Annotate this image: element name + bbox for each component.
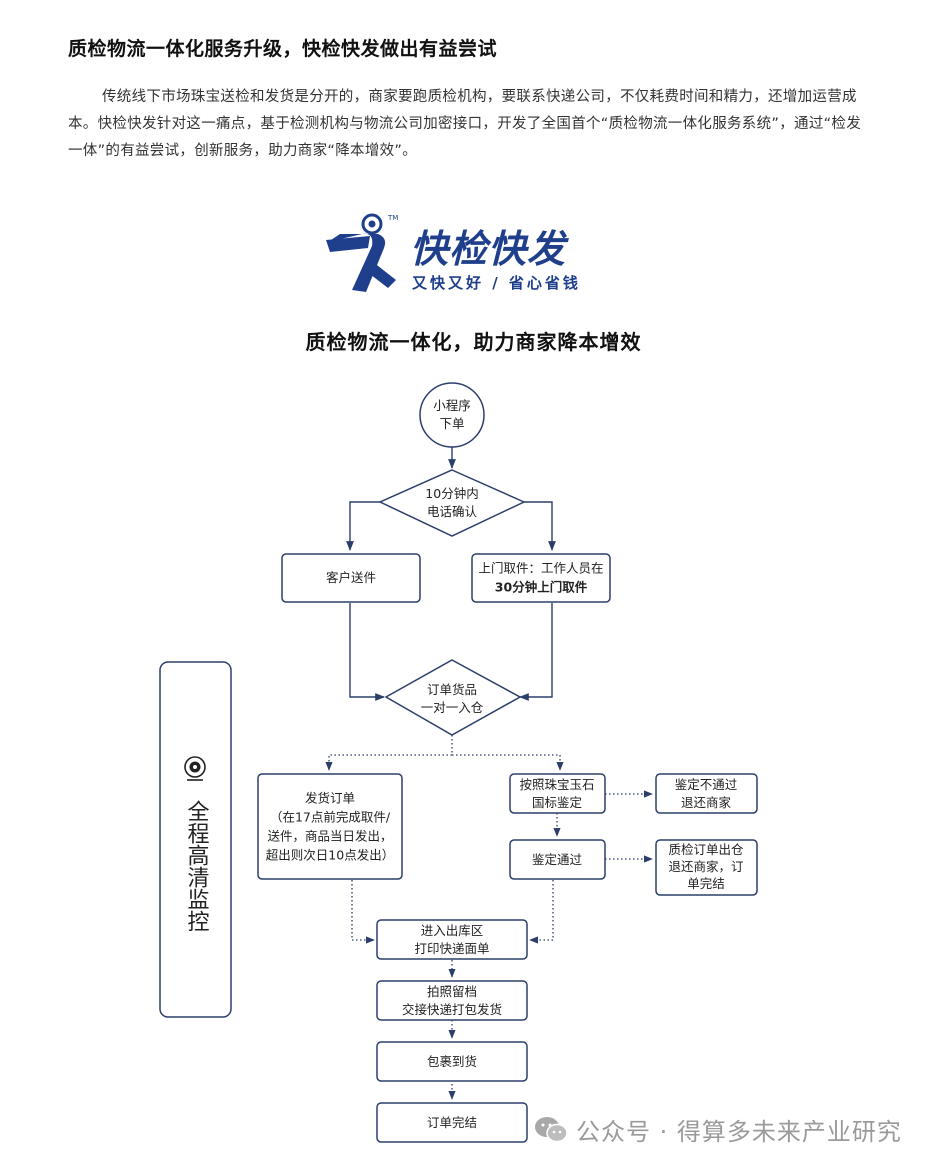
node-label-start: 小程序 xyxy=(433,398,471,413)
brand-slogan: 又快又好 / 省心省钱 xyxy=(412,274,581,292)
node-pickup xyxy=(471,553,611,603)
node-label-warehouse: 一对一入仓 xyxy=(421,700,484,715)
node-label-photo: 交接快递打包发货 xyxy=(402,1002,502,1017)
connector-ship-outbound xyxy=(351,880,375,944)
node-label-warehouse: 订单货品 xyxy=(427,682,477,697)
node-label-pickup: 30分钟上门取件 xyxy=(495,580,588,595)
node-photo xyxy=(376,980,528,1021)
connector-pickup-warehouse xyxy=(519,603,553,701)
node-label-ship-order: 送件，商品当日发出， xyxy=(267,829,392,844)
node-label-fail: 鉴定不通过 xyxy=(675,777,738,792)
node-pass xyxy=(509,839,606,880)
node-customer-send xyxy=(281,553,421,603)
node-warehouse xyxy=(384,659,522,736)
node-label-confirm: 电话确认 xyxy=(427,504,478,519)
node-label-customer-send: 客户送件 xyxy=(326,570,376,585)
node-ship-order xyxy=(257,773,403,880)
node-label-appraise: 国标鉴定 xyxy=(532,795,582,810)
node-label-ship-order: 超出则次日10点发出） xyxy=(266,848,394,863)
node-fail xyxy=(655,773,758,814)
connector-split-ship xyxy=(325,754,452,771)
node-label-start: 下单 xyxy=(439,416,464,431)
node-label-photo: 拍照留档 xyxy=(427,984,477,999)
webcam-icon xyxy=(184,756,206,781)
brand-logo-icon xyxy=(326,213,396,292)
node-label-pickup: 上门取件：工作人员在 xyxy=(478,561,603,576)
node-label-delivered: 包裹到货 xyxy=(427,1054,477,1069)
node-label-fail: 退还商家 xyxy=(681,795,732,810)
node-start xyxy=(419,382,485,448)
trademark-mark: TM xyxy=(388,214,399,222)
node-outbound xyxy=(376,919,528,960)
node-label-outbound: 进入出库区 xyxy=(421,923,484,938)
watermark-text: 公众号 · 得算多未来产业研究 xyxy=(576,1118,902,1146)
node-label-ship-order: 发货订单 xyxy=(305,791,355,806)
side-panel xyxy=(159,661,232,1018)
watermark: 公众号 · 得算多未来产业研究 xyxy=(534,1112,902,1147)
node-confirm xyxy=(378,469,526,537)
connector-confirm-customer xyxy=(346,501,380,551)
node-label-ship-order: （在17点前完成取件/ xyxy=(270,810,391,825)
diagram-title: 质检物流一体化，助力商家降本增效 xyxy=(305,330,642,354)
connector-pass-outbound xyxy=(529,880,554,944)
connector-customer-warehouse xyxy=(349,603,385,701)
node-appraise xyxy=(509,773,606,814)
wechat-icon xyxy=(534,1116,568,1144)
node-label-qc-return: 质检订单出仓 xyxy=(668,842,744,857)
node-label-qc-return: 单完结 xyxy=(687,876,725,891)
node-label-qc-return: 退还商家，订 xyxy=(668,859,743,874)
connector-split-appraise xyxy=(452,754,564,771)
node-label-confirm: 10分钟内 xyxy=(425,486,478,501)
node-complete xyxy=(376,1102,528,1143)
node-delivered xyxy=(376,1041,528,1082)
node-label-outbound: 打印快递面单 xyxy=(414,941,489,956)
node-label-pass: 鉴定通过 xyxy=(532,852,583,867)
connector-confirm-pickup xyxy=(524,501,556,551)
node-qc-return xyxy=(655,839,758,896)
side-panel-label: 全程高清监控 xyxy=(184,800,210,932)
node-label-complete: 订单完结 xyxy=(427,1115,477,1130)
node-label-appraise: 按照珠宝玉石 xyxy=(519,777,594,792)
article-headline: 质检物流一体化服务升级，快检快发做出有益尝试 xyxy=(68,38,498,60)
article-paragraph: 传统线下市场珠宝送检和发货是分开的，商家要跑质检机构，要联系快递公司，不仅耗费时… xyxy=(68,89,862,159)
brand-name: 快检快发 xyxy=(410,227,567,271)
